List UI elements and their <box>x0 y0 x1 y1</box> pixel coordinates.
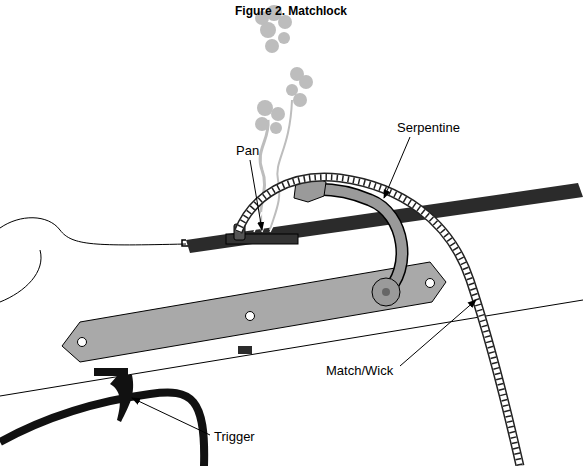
leader-arrow <box>384 137 410 198</box>
smoke-puff <box>299 75 313 89</box>
leader-arrow <box>400 300 476 366</box>
barrel-tang <box>182 240 188 246</box>
stock-outline <box>0 218 186 245</box>
plate-screw <box>246 312 255 321</box>
part-label: Match/Wick <box>326 363 393 378</box>
plate-screw <box>78 338 87 347</box>
sear-bar <box>238 346 252 354</box>
smoke-wisp <box>270 100 292 230</box>
figure-title: Figure 2. Matchlock <box>235 4 347 19</box>
smoke-puff <box>293 93 307 107</box>
lock-plate <box>62 262 446 362</box>
smoke-puff <box>265 39 279 53</box>
serpentine-pivot <box>372 278 400 306</box>
smoke-puff <box>257 100 273 116</box>
smoke-puff <box>271 107 285 121</box>
stock-comb <box>0 250 41 302</box>
leader-arrow <box>250 160 262 230</box>
smoke-puff <box>278 32 290 44</box>
match-twist <box>238 177 520 466</box>
match-wick <box>238 177 520 466</box>
smoke-puff <box>260 22 276 38</box>
part-label: Serpentine <box>397 120 460 135</box>
trigger-bar <box>94 368 128 376</box>
serpentine-outline <box>306 189 402 292</box>
part-label: Trigger <box>214 429 255 444</box>
trigger-guard <box>0 393 204 466</box>
plate-screw <box>426 279 435 288</box>
leader-arrow <box>132 398 210 435</box>
trigger <box>110 375 133 422</box>
serpentine <box>306 189 402 292</box>
part-label: Pan <box>236 143 259 158</box>
match-outline <box>238 177 520 466</box>
pivot-screw <box>382 288 390 296</box>
smoke <box>255 5 313 134</box>
spark <box>254 210 280 232</box>
smoke-puff <box>270 122 282 134</box>
